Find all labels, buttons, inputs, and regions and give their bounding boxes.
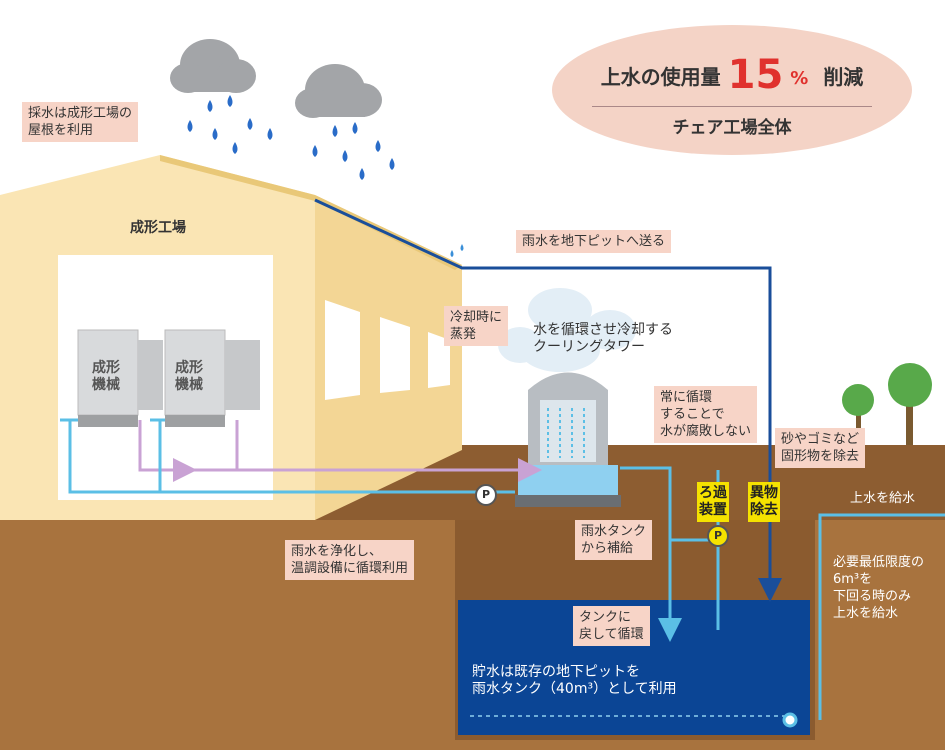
cooling-tower-label: 水を循環させ冷却する クーリングタワー — [533, 322, 673, 355]
callout-return-to-tank: タンクに 戻して循環 — [573, 606, 650, 646]
pump-icon-1: P — [475, 484, 497, 506]
factory-roof-edge — [160, 155, 462, 270]
tree-large — [888, 363, 932, 445]
headline-suffix: 削減 — [823, 65, 864, 89]
splash-icon — [450, 244, 464, 257]
supply-inlet — [782, 712, 798, 728]
reduction-badge: 上水の使用量 15 % 削減 チェア工場全体 — [552, 25, 912, 155]
factory-window-3 — [428, 332, 450, 388]
pump-icon-2: P — [707, 525, 729, 547]
callout-purify-reuse: 雨水を浄化し、 温調設備に循環利用 — [285, 540, 415, 580]
callout-send-to-pit: 雨水を地下ピットへ送る — [516, 230, 672, 253]
callout-always-circulate: 常に循環 することで 水が腐敗しない — [654, 386, 758, 443]
callout-evaporate: 冷却時に 蒸発 — [444, 306, 509, 346]
headline-percent: % — [790, 68, 809, 89]
callout-debris-removal: 砂やゴミなど 固形物を除去 — [775, 428, 866, 468]
tree-small — [842, 384, 874, 445]
raindrops — [187, 95, 395, 180]
headline-number: 15 — [727, 52, 784, 98]
headline-prefix: 上水の使用量 — [600, 65, 721, 89]
supply-tap-label: 上水を給水 — [850, 491, 916, 506]
molding-machine-b — [164, 329, 260, 427]
supply-pipes — [60, 418, 945, 720]
callout-refill-from-tank: 雨水タンク から補給 — [575, 520, 653, 560]
steam-cloud — [498, 288, 636, 372]
cooling-tower-body — [515, 372, 621, 507]
machine-a-label: 成形 機械 — [92, 360, 120, 393]
tank-note: 貯水は既存の地下ピットを 雨水タンク（40m³）として利用 — [472, 664, 677, 697]
machine-b-label: 成形 機械 — [175, 360, 203, 393]
factory-window-2 — [380, 317, 410, 393]
cloud-right — [295, 64, 382, 118]
min-level-note: 必要最低限度の 6m³を 下回る時のみ 上水を給水 — [833, 555, 925, 621]
headline-subtitle: チェア工場全体 — [672, 118, 792, 138]
callout-rainwater-collect: 採水は成形工場の 屋根を利用 — [22, 102, 139, 142]
factory-window-1 — [325, 300, 360, 400]
molding-machine-a — [77, 329, 163, 427]
foreign-removal-tag: 異物 除去 — [748, 482, 780, 522]
factory-label: 成形工場 — [130, 220, 186, 236]
reduction-headline: 上水の使用量 15 % 削減 — [552, 52, 912, 98]
cloud-left — [170, 39, 256, 93]
rain-pipe — [314, 198, 782, 602]
badge-divider — [592, 106, 872, 107]
filter-device-tag: ろ過 装置 — [697, 482, 729, 522]
